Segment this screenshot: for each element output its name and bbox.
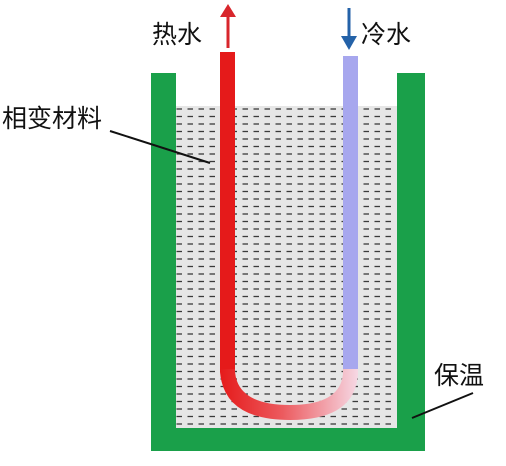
phase-change-material-label: 相变材料	[2, 104, 103, 133]
arrow-down-icon	[341, 8, 357, 50]
insulation-leader	[411, 392, 474, 419]
hot-water-label: 热水	[152, 20, 203, 49]
phase-change-material-leader	[109, 130, 211, 164]
phase-change-material-texture	[176, 108, 395, 426]
cold-water-label: 冷水	[361, 20, 412, 49]
insulation-container	[151, 73, 425, 451]
u-bend-pipe	[220, 369, 358, 420]
arrow-up-icon	[220, 4, 236, 48]
hot-water-pipe	[220, 52, 235, 370]
cold-water-pipe	[343, 56, 358, 370]
insulation-label: 保温	[434, 361, 485, 390]
